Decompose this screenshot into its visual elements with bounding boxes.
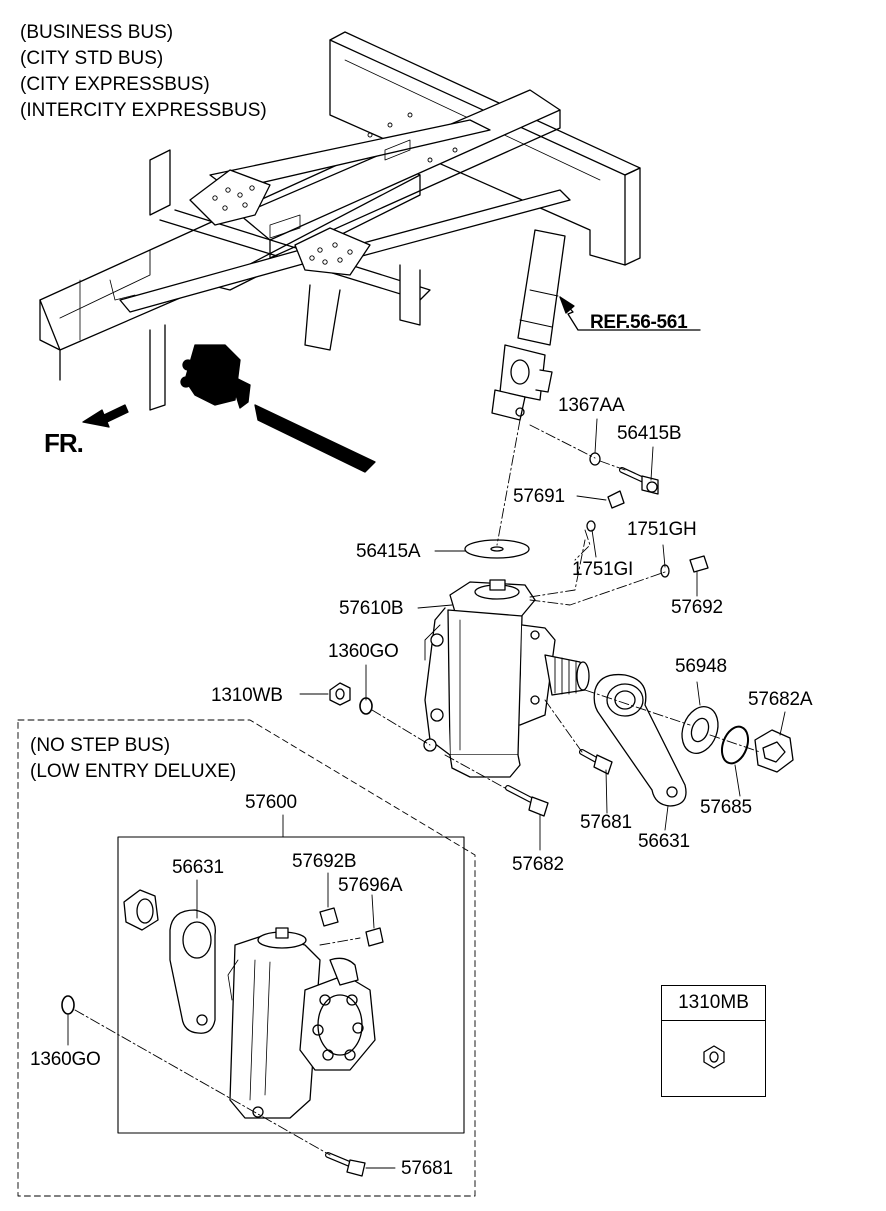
reference-label[interactable]: REF.56-561 <box>590 312 688 333</box>
part-label-56415b[interactable]: 56415B <box>617 423 682 444</box>
label-leader-lines <box>299 418 786 851</box>
bolt-57681-illustration <box>579 749 613 775</box>
part-label-57682a[interactable]: 57682A <box>748 689 813 710</box>
part-label-56631[interactable]: 56631 <box>638 831 690 852</box>
variant-models-list: (NO STEP BUS) (LOW ENTRY DELUXE) <box>30 733 236 785</box>
ring-1367aa-illustration <box>589 452 601 466</box>
part-label-1310wb[interactable]: 1310WB <box>211 685 283 706</box>
variant-label-57681[interactable]: 57681 <box>401 1158 453 1179</box>
part-label-57682[interactable]: 57682 <box>512 854 564 875</box>
part-label-1367aa[interactable]: 1367AA <box>558 395 625 416</box>
model-note: (CITY EXPRESSBUS) <box>20 74 210 95</box>
steering-shaft-illustration <box>491 229 566 421</box>
part-label-1751gh[interactable]: 1751GH <box>627 519 697 540</box>
steering-gear-illustration <box>423 579 590 778</box>
variant-center-lines <box>74 937 361 1156</box>
model-note: (BUSINESS BUS) <box>20 22 174 43</box>
model-note: (INTERCITY EXPRESSBUS) <box>20 100 267 121</box>
part-label-57692[interactable]: 57692 <box>671 597 723 618</box>
variant-label-57600[interactable]: 57600 <box>245 792 297 813</box>
front-direction-label: FR. <box>44 428 84 458</box>
mounted-steering-gear-silhouette <box>180 344 376 473</box>
variant-label-1360go[interactable]: 1360GO <box>30 1049 101 1070</box>
nipple-57691-illustration <box>607 490 625 509</box>
front-direction-arrow <box>82 404 129 428</box>
variant-label-57692b[interactable]: 57692B <box>292 851 357 872</box>
bolt-56415b-illustration <box>619 467 659 495</box>
part-box-1310mb[interactable]: 1310MB <box>661 985 766 1097</box>
part-label-1310mb: 1310MB <box>662 986 765 1021</box>
snap-ring-57685-illustration <box>720 725 750 765</box>
part-label-57685[interactable]: 57685 <box>700 797 752 818</box>
part-label-56948[interactable]: 56948 <box>675 656 727 677</box>
variant-model-note: (LOW ENTRY DELUXE) <box>30 761 237 782</box>
variant-bolt-illustration <box>325 1152 366 1177</box>
nut-1310wb-illustration <box>329 682 351 706</box>
part-label-56415a[interactable]: 56415A <box>356 541 421 562</box>
nut-57682a-illustration <box>754 729 794 773</box>
part-label-57691[interactable]: 57691 <box>513 486 565 507</box>
model-note: (CITY STD BUS) <box>20 48 164 69</box>
part-label-57681[interactable]: 57681 <box>580 812 632 833</box>
dust-seal-56415a-illustration <box>464 539 530 559</box>
variant-label-56631[interactable]: 56631 <box>172 857 224 878</box>
plug-57692-illustration <box>689 555 709 573</box>
pitman-arm-illustration <box>593 673 687 807</box>
chassis-frame-illustration <box>39 31 641 411</box>
part-label-57610b[interactable]: 57610B <box>339 598 404 619</box>
variant-gear-illustration <box>123 889 384 1119</box>
part-label-1751gi[interactable]: 1751GI <box>572 559 634 580</box>
washer-56948-illustration <box>681 706 719 754</box>
variant-leader-lines <box>67 872 396 1169</box>
bolt-57682-illustration <box>505 785 549 817</box>
variant-label-57696a[interactable]: 57696A <box>338 875 403 896</box>
assembly-center-lines <box>371 419 761 789</box>
part-label-1360go[interactable]: 1360GO <box>328 641 399 662</box>
nut-1310mb-illustration <box>703 1045 725 1069</box>
applicable-models-list: (BUSINESS BUS) (CITY STD BUS) (CITY EXPR… <box>20 20 267 124</box>
variant-dashed-border <box>17 719 476 1197</box>
variant-model-note: (NO STEP BUS) <box>30 735 171 756</box>
